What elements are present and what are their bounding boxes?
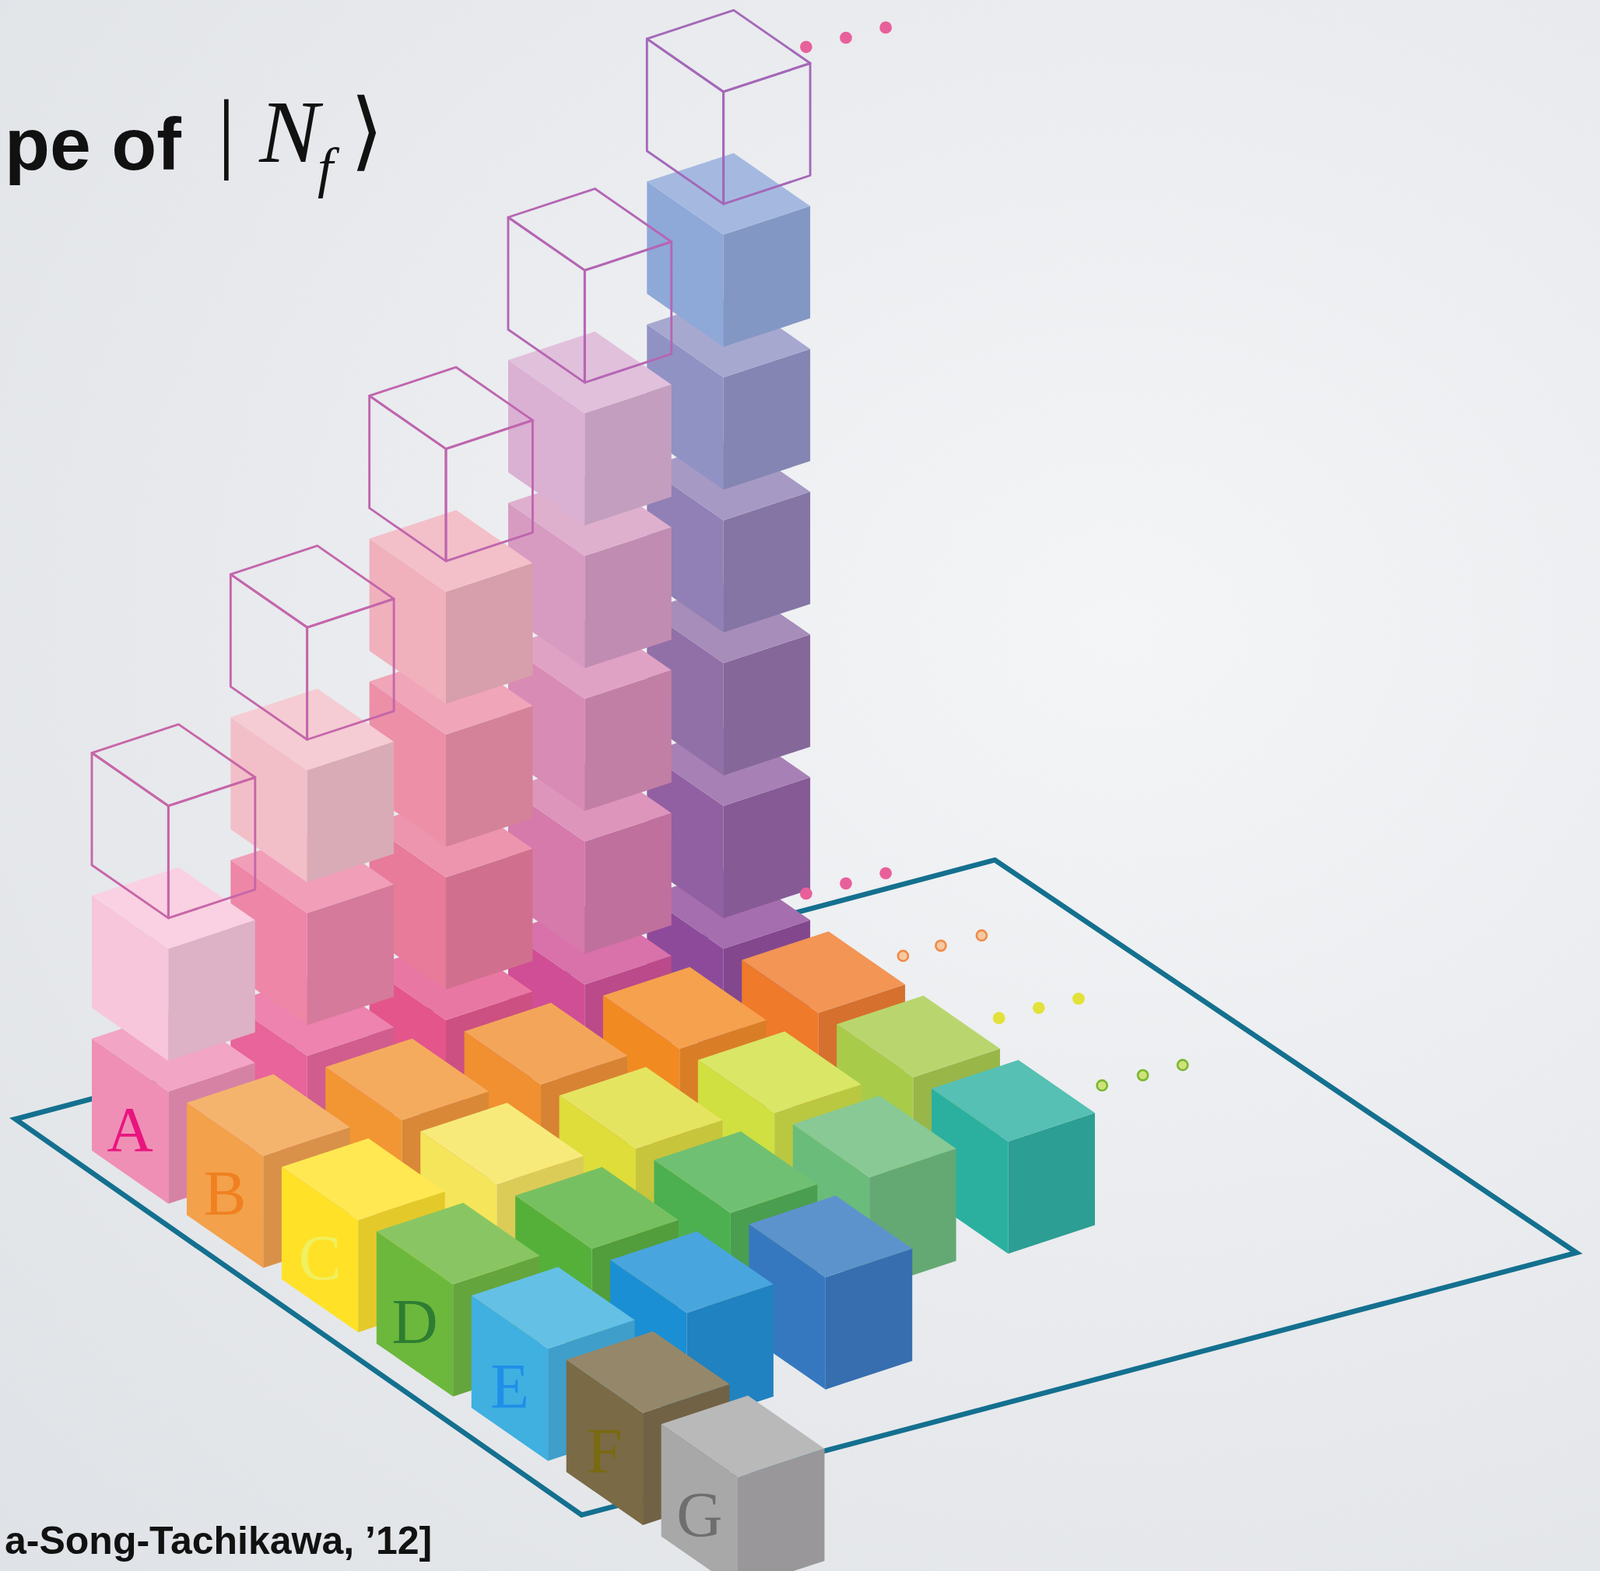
cube-top-face xyxy=(792,1095,957,1178)
cube-top-face xyxy=(464,1003,629,1085)
cube-top-face xyxy=(836,996,1000,1078)
cube-top-face xyxy=(559,1066,723,1149)
cube-top-face xyxy=(471,1266,636,1349)
row-letter: C xyxy=(298,1226,342,1291)
cube-top-face xyxy=(610,1231,774,1313)
dot xyxy=(992,1012,1006,1025)
dot xyxy=(976,930,987,941)
ket-symbol: ⟩ xyxy=(350,87,384,173)
dot xyxy=(935,940,946,951)
slide-title: pe of xyxy=(4,107,182,182)
cube-top-face xyxy=(931,1059,1095,1142)
row-letter: F xyxy=(586,1419,623,1484)
empty-cube-outline xyxy=(168,777,255,919)
row-letter: A xyxy=(107,1098,154,1162)
dot xyxy=(1072,992,1085,1006)
empty-cube-outline xyxy=(445,420,533,562)
cube-top-face xyxy=(508,331,672,414)
empty-cube-outline xyxy=(91,753,169,919)
cube-top-face xyxy=(376,1203,541,1285)
empty-cube-outline xyxy=(646,38,723,204)
floor-plane xyxy=(15,859,1577,1516)
cube-top-face xyxy=(741,931,906,1014)
cube-top-face xyxy=(325,1038,489,1121)
empty-cube-outline xyxy=(508,217,585,383)
empty-cube-outline xyxy=(646,10,811,92)
empty-cube-outline xyxy=(369,396,446,562)
dot xyxy=(1177,1059,1188,1071)
row-letter: D xyxy=(391,1290,438,1355)
cube-top-face xyxy=(420,1102,584,1185)
empty-cube-outline xyxy=(307,599,394,741)
row-letter: E xyxy=(490,1354,530,1419)
dot xyxy=(839,31,853,45)
row-letter: G xyxy=(676,1483,723,1548)
dot xyxy=(800,40,813,53)
dot xyxy=(879,21,892,35)
dot xyxy=(1097,1080,1108,1091)
cube-top-face xyxy=(698,1031,862,1113)
cube-top-face xyxy=(369,510,534,593)
cube-top-face xyxy=(230,688,394,771)
cube-top-face xyxy=(186,1074,351,1157)
citation: a-Song-Tachikawa, ’12] xyxy=(4,1521,432,1561)
cube-top-face xyxy=(748,1196,913,1278)
dot xyxy=(800,887,813,901)
empty-cube-outline xyxy=(230,545,394,628)
empty-cube-outline xyxy=(230,574,307,740)
empty-cube-outline xyxy=(369,367,534,450)
dot xyxy=(1032,1001,1046,1015)
cube-top-face xyxy=(646,153,811,236)
continuation-dots xyxy=(800,21,1188,1092)
cube-top-face xyxy=(653,1131,818,1214)
row-letter: B xyxy=(203,1161,247,1226)
cube-top-face xyxy=(281,1138,446,1221)
empty-cube-outline xyxy=(584,242,671,383)
ket-symbol: | N xyxy=(212,87,320,177)
dot xyxy=(879,866,892,880)
cube-group xyxy=(91,10,1095,1571)
dot xyxy=(839,877,853,890)
dot xyxy=(1137,1070,1148,1081)
dot xyxy=(898,950,909,962)
cube-top-face xyxy=(603,967,767,1050)
empty-cube-outline xyxy=(508,189,672,271)
cube-top-face xyxy=(91,866,256,949)
cube-top-face xyxy=(661,1396,825,1478)
cube-top-face xyxy=(566,1331,730,1414)
empty-cube-outline xyxy=(91,724,256,807)
empty-cube-outline xyxy=(723,63,811,204)
ket-subscript: f xyxy=(317,140,334,197)
cube-top-face xyxy=(515,1167,679,1250)
